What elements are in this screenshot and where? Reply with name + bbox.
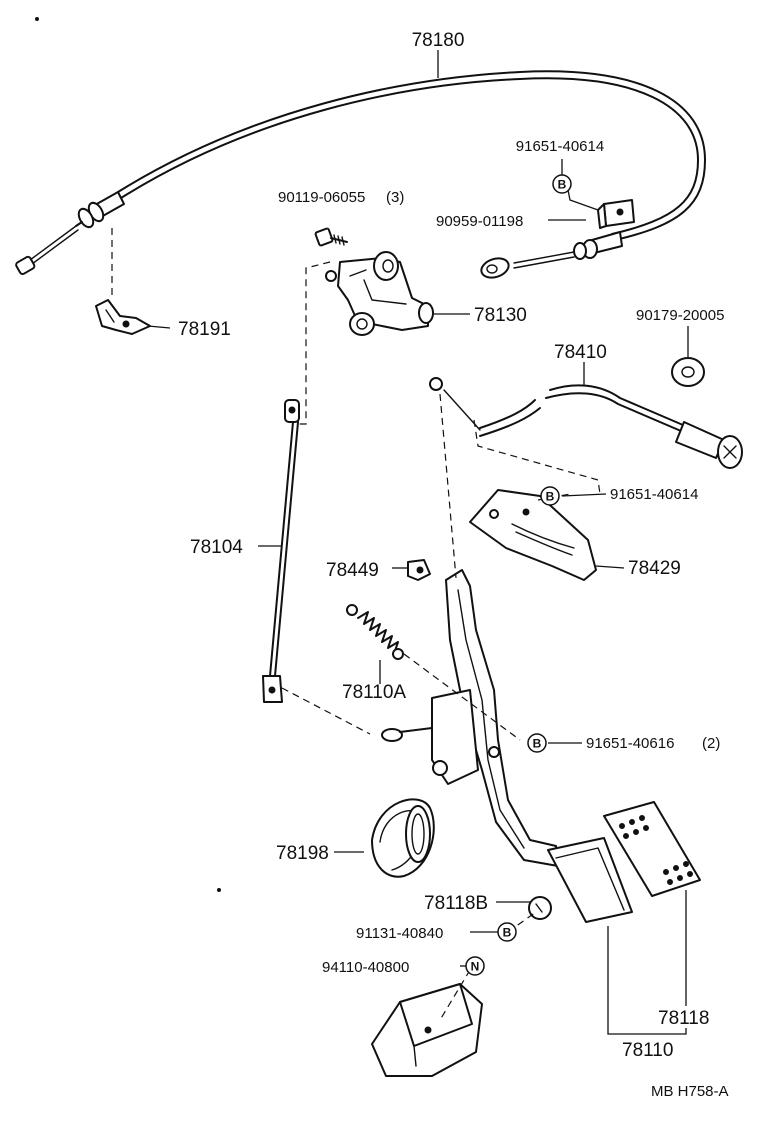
label-91651-40614-mid: 91651-40614	[610, 486, 698, 503]
label-78118B: 78118B	[424, 893, 488, 914]
leader-lines	[147, 50, 689, 1035]
stopper-78118B	[528, 896, 552, 920]
label-78198: 78198	[276, 843, 329, 864]
dashed-lines	[111, 228, 601, 1021]
speck	[217, 888, 221, 892]
pedal-assembly-78110	[381, 569, 633, 923]
svg-text:B: B	[546, 490, 555, 504]
label-90119-06055: 90119-06055	[278, 189, 365, 206]
label-90959-01198: 90959-01198	[436, 213, 523, 230]
label-78449: 78449	[326, 560, 379, 581]
label-78429: 78429	[628, 558, 681, 579]
label-91651-40616-qty: (2)	[702, 735, 720, 752]
label-78191: 78191	[178, 319, 231, 340]
label-78410: 78410	[554, 342, 607, 363]
diagram-code: MB H758-A	[651, 1083, 729, 1100]
label-91131-40840: 91131-40840	[356, 925, 443, 942]
bolt-90119	[314, 227, 348, 247]
accelerator-cable-78180	[15, 70, 706, 279]
grommet-90179	[671, 357, 705, 387]
label-78110A: 78110A	[342, 682, 406, 703]
floor-bracket	[371, 983, 483, 1077]
label-78104: 78104	[190, 537, 243, 558]
cable-78410	[429, 377, 743, 469]
label-78118: 78118	[658, 1008, 709, 1029]
svg-text:B: B	[503, 926, 512, 940]
svg-text:B: B	[558, 178, 567, 192]
part-labels: 78180 91651-40614 90119-06055 (3) 90959-…	[178, 30, 729, 1100]
bolt-symbol-91651-top: B	[552, 174, 572, 194]
boot-78198	[371, 798, 435, 878]
svg-text:N: N	[471, 960, 480, 974]
label-90119-qty: (3)	[386, 189, 404, 206]
bolt-symbol-91131: B	[497, 922, 517, 942]
clip-78449	[407, 559, 431, 581]
spring-78110A	[346, 604, 404, 660]
label-91651-40616: 91651-40616	[586, 735, 674, 752]
bracket-78429	[469, 489, 597, 581]
lever-bracket-78130	[325, 251, 434, 336]
label-78180: 78180	[412, 30, 465, 51]
bolt-symbol-91651-mid: B	[540, 486, 560, 506]
nut-symbol-94110: N	[465, 956, 485, 976]
rod-78104	[262, 399, 300, 703]
label-78130: 78130	[474, 305, 527, 326]
label-78110: 78110	[622, 1040, 673, 1061]
label-90179-20005: 90179-20005	[636, 307, 724, 324]
svg-text:B: B	[533, 737, 542, 751]
cable-clip-90959	[597, 199, 635, 229]
pad-cover-78118	[603, 801, 701, 897]
clip-78191	[95, 299, 151, 335]
speck	[35, 17, 39, 21]
label-91651-40614-top: 91651-40614	[516, 138, 604, 155]
label-94110-40800: 94110-40800	[322, 959, 409, 976]
bolt-symbol-91651-40616: B	[527, 733, 547, 753]
